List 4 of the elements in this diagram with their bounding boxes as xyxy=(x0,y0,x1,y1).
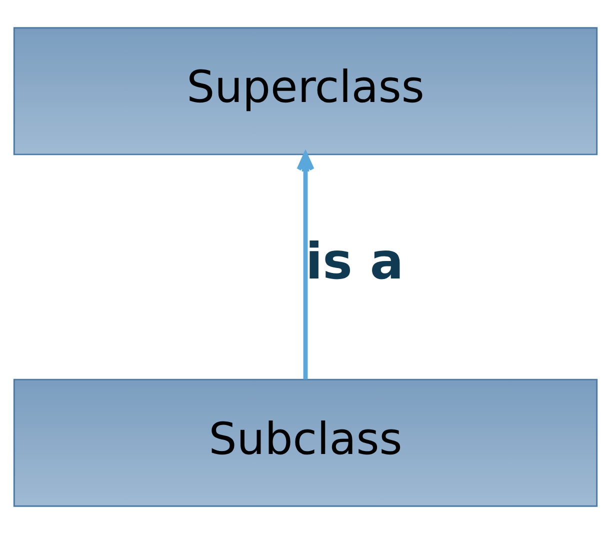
edge-label: is a xyxy=(306,232,404,290)
arrow xyxy=(296,152,314,380)
node-box: Superclass xyxy=(13,27,598,156)
node-box: Subclass xyxy=(13,378,598,507)
